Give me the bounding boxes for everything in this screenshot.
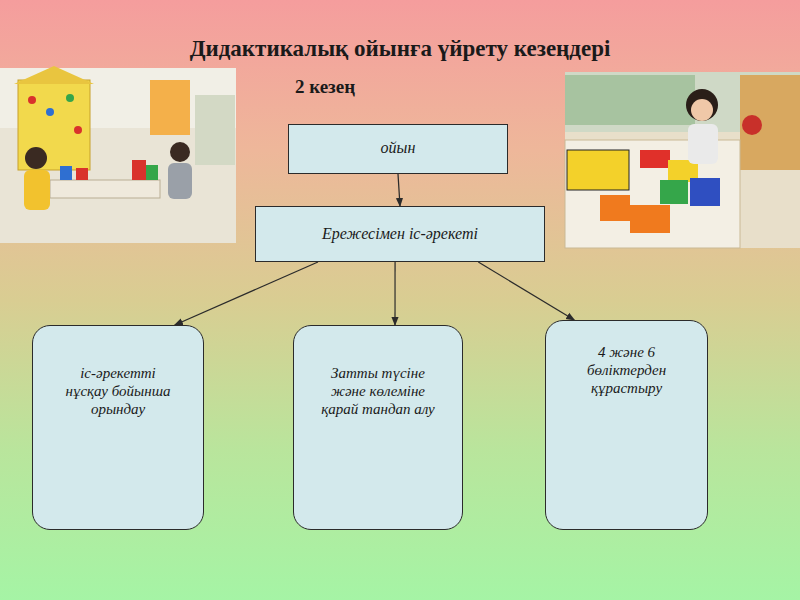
arrow-connector bbox=[398, 174, 400, 206]
toy-roof bbox=[14, 66, 94, 84]
process-box: Ережесімен іс-әрекеті bbox=[255, 206, 545, 262]
node-text: Затты түсіне және көлеміне қарай тандап … bbox=[314, 364, 442, 418]
rounded-box: 4 және 6 бөліктерден құрастыру bbox=[545, 320, 708, 530]
block bbox=[76, 168, 88, 180]
rounded-box: іс-әрекетті нұсқау бойынша орындау bbox=[32, 325, 204, 530]
photo-ground bbox=[0, 68, 236, 243]
photo-ground bbox=[565, 72, 800, 248]
child-face bbox=[691, 99, 713, 121]
arrow-connector bbox=[175, 262, 318, 325]
toy-house bbox=[18, 80, 90, 170]
left-photo bbox=[0, 66, 236, 243]
child-body bbox=[168, 163, 192, 199]
block bbox=[146, 165, 158, 180]
node-text: 4 және 6 бөліктерден құрастыру bbox=[568, 343, 685, 397]
dot bbox=[46, 108, 54, 116]
puzzle-piece bbox=[630, 205, 670, 233]
arrow-connector bbox=[478, 262, 574, 320]
child-body bbox=[24, 170, 50, 210]
node-text: ойын bbox=[381, 138, 416, 157]
dot bbox=[74, 126, 82, 134]
table bbox=[50, 180, 160, 198]
node-text: Ережесімен іс-әрекеті bbox=[322, 224, 478, 243]
child-head bbox=[170, 142, 190, 162]
dot bbox=[28, 96, 36, 104]
toy-shelf bbox=[565, 75, 695, 125]
diagram-title: Дидактикалық ойынға үйрету кезеңдері bbox=[0, 36, 800, 62]
block bbox=[132, 160, 146, 180]
rounded-box: Затты түсіне және көлеміне қарай тандап … bbox=[293, 325, 463, 530]
dot bbox=[66, 94, 74, 102]
puzzle-piece bbox=[600, 195, 630, 221]
right-photo bbox=[565, 72, 800, 248]
puzzle-piece bbox=[640, 150, 670, 168]
child-head bbox=[686, 89, 718, 121]
tray bbox=[567, 150, 629, 190]
toy-apple bbox=[742, 115, 762, 135]
puzzle-piece bbox=[690, 178, 720, 206]
child-body bbox=[688, 124, 718, 164]
shelf bbox=[195, 95, 235, 165]
shelf bbox=[150, 80, 190, 135]
process-box: ойын bbox=[288, 124, 508, 174]
puzzle-piece bbox=[660, 180, 688, 204]
arrow-connector bbox=[394, 262, 395, 325]
toy-shelf bbox=[740, 75, 800, 170]
stage-label: 2 кезең bbox=[280, 76, 370, 98]
child-head bbox=[25, 147, 47, 169]
block bbox=[60, 166, 72, 180]
node-text: іс-әрекетті нұсқау бойынша орындау bbox=[59, 364, 177, 418]
